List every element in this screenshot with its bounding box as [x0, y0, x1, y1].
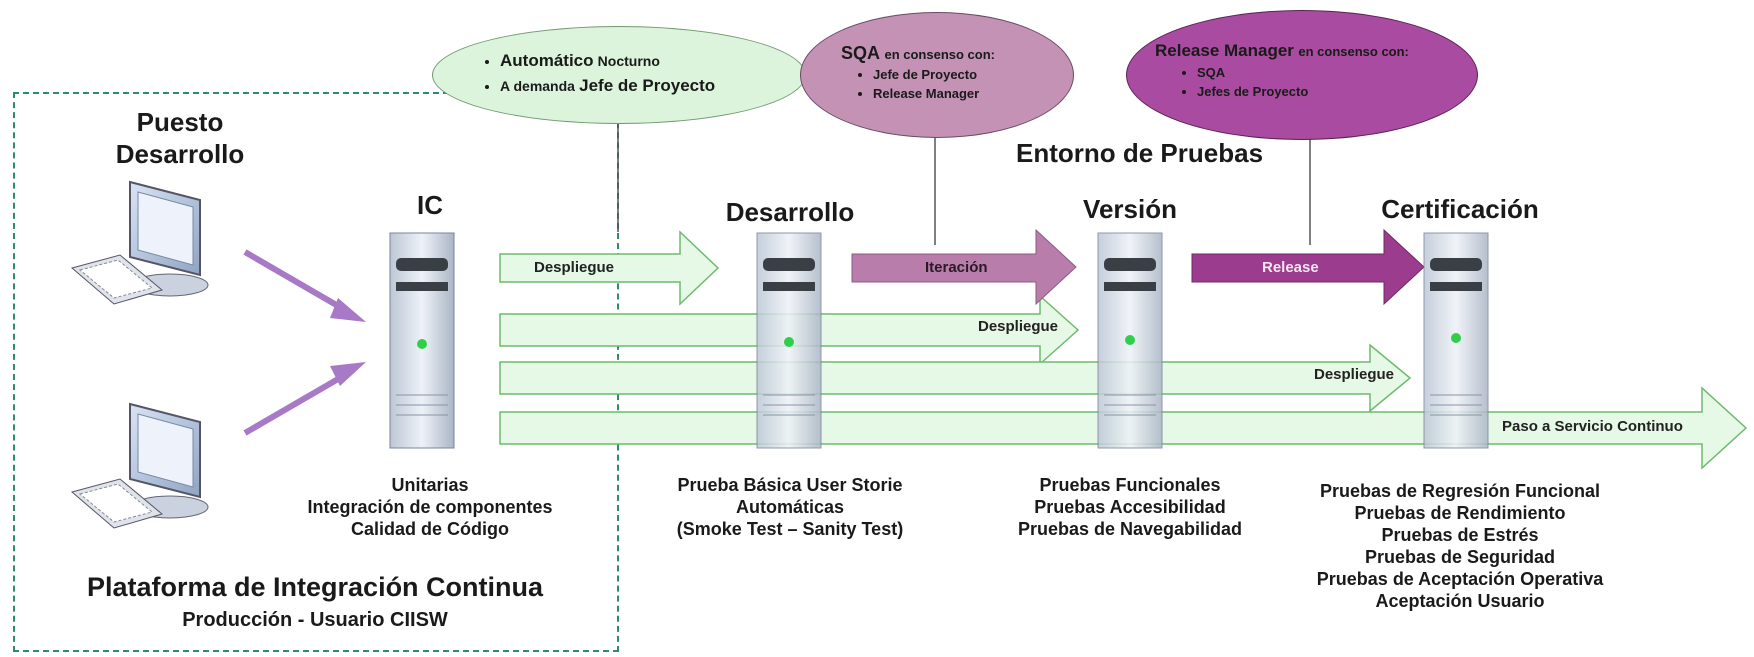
certificacion-caption-line: Pruebas de Aceptación Operativa: [1316, 569, 1604, 589]
despliegue-label-1: Despliegue: [534, 259, 615, 276]
desarrollo-caption-line: Prueba Básica User Storie: [677, 475, 903, 495]
rm-head-b: en consenso con:: [1298, 44, 1409, 59]
ic-caption-line: Unitarias: [391, 475, 469, 495]
puesto-line2: Desarrollo: [115, 139, 245, 169]
release-manager-note: Release Manager en consenso con: SQA Jef…: [1126, 10, 1478, 140]
ic-note-item1-a: Automático: [500, 51, 594, 70]
entorno-pruebas-title: Entorno de Pruebas: [1016, 138, 1264, 168]
despliegue-label-2: Despliegue: [978, 318, 1059, 335]
server-ic: [389, 232, 455, 449]
ic-note-item1-b: Nocturno: [597, 53, 660, 69]
version-caption-line: Pruebas de Navegabilidad: [1017, 519, 1243, 539]
puesto-line1: Puesto: [136, 107, 224, 137]
certificacion-caption: Pruebas de Regresión Funcional Pruebas d…: [1290, 480, 1630, 612]
certificacion-caption-line: Pruebas de Seguridad: [1364, 547, 1556, 567]
certificacion-title: Certificación: [1381, 194, 1539, 224]
rm-item: Jefes de Proyecto: [1197, 82, 1308, 101]
sqa-head-a: SQA: [841, 43, 881, 63]
workstation-arrow-1: [243, 249, 366, 322]
platform-label: Plataforma de Integración Continua Produ…: [30, 572, 600, 632]
ic-note-item2-b: Jefe de Proyecto: [579, 76, 716, 95]
sqa-item: Jefe de Proyecto: [873, 65, 979, 84]
desarrollo-title: Desarrollo: [725, 197, 855, 227]
despliegue-label-3: Despliegue: [1314, 366, 1395, 383]
version-caption-line: Pruebas Funcionales: [1039, 475, 1221, 495]
iteracion-arrow: [851, 228, 1077, 306]
release-arrow: [1191, 228, 1425, 306]
version-caption-line: Pruebas Accesibilidad: [1034, 497, 1226, 517]
certificacion-caption-line: Pruebas de Rendimiento: [1354, 503, 1566, 523]
server-desarrollo: [756, 232, 822, 449]
paso-label: Paso a Servicio Continuo: [1502, 418, 1683, 435]
server-version: [1097, 232, 1163, 449]
platform-title: Plataforma de Integración Continua: [86, 572, 544, 602]
workstation-computer-1: [70, 180, 209, 305]
rm-head-a: Release Manager: [1155, 41, 1294, 60]
certificacion-caption-line: Aceptación Usuario: [1375, 591, 1545, 611]
rm-item: SQA: [1197, 63, 1308, 82]
iteracion-label: Iteración: [925, 259, 988, 276]
puesto-title: Puesto Desarrollo: [100, 106, 260, 170]
desarrollo-caption-line: Automáticas: [735, 497, 845, 517]
sqa-item: Release Manager: [873, 84, 979, 103]
desarrollo-caption-line: (Smoke Test – Sanity Test): [676, 519, 904, 539]
workstation-computer-2: [70, 402, 209, 529]
ic-trigger-note: Automático Nocturno A demanda Jefe de Pr…: [432, 26, 806, 124]
version-caption: Pruebas Funcionales Pruebas Accesibilida…: [990, 474, 1270, 540]
sqa-head-b: en consenso con:: [884, 47, 995, 62]
certificacion-caption-line: Pruebas de Estrés: [1381, 525, 1539, 545]
ic-note-item2-a: A demanda: [500, 78, 575, 94]
ic-caption-line: Calidad de Código: [350, 519, 509, 539]
workstation-arrow-2: [243, 362, 366, 436]
certificacion-caption-line: Pruebas de Regresión Funcional: [1319, 481, 1601, 501]
ic-caption-line: Integración de componentes: [307, 497, 553, 517]
ic-caption: Unitarias Integración de componentes Cal…: [280, 474, 580, 540]
server-certificacion: [1423, 232, 1489, 449]
despliegue-arrow-3: [499, 343, 1412, 413]
desarrollo-caption: Prueba Básica User Storie Automáticas (S…: [640, 474, 940, 540]
release-label: Release: [1262, 259, 1319, 276]
ic-title: IC: [417, 190, 443, 220]
despliegue-arrow-1: [499, 230, 720, 306]
version-title: Versión: [1083, 194, 1177, 224]
sqa-note: SQA en consenso con: Jefe de Proyecto Re…: [800, 12, 1074, 138]
platform-subtitle: Producción - Usuario CIISW: [182, 609, 448, 631]
